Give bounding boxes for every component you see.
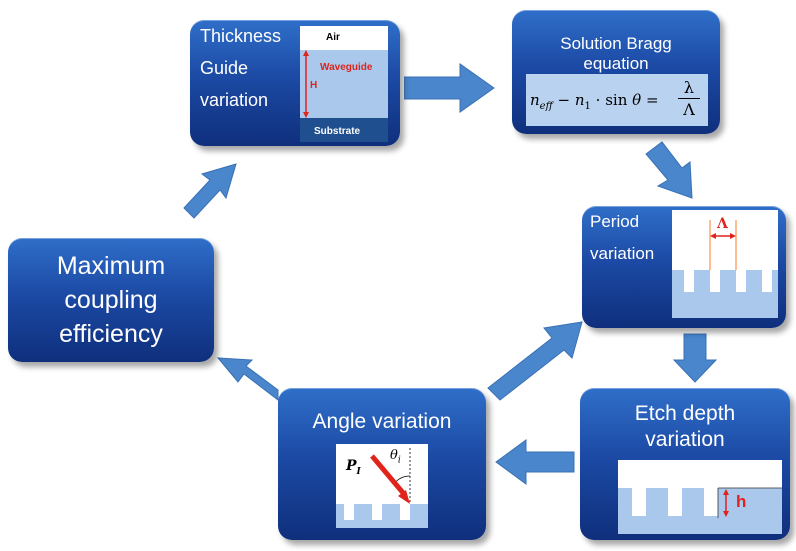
arrow-maximum-to-thickness [183,163,237,219]
period-lambda-label: Λ [717,216,728,232]
air-label: Air [326,32,340,43]
etch-inset: h [618,460,782,534]
arrow-thickness-to-bragg [404,63,495,113]
maximum-line3: efficiency [59,320,163,348]
bragg-line1: Solution Bragg [560,34,672,53]
maximum-coupling-efficiency-box: Maximum coupling efficiency [8,238,214,362]
etch-line1: Etch depth [634,402,736,425]
substrate-label: Substrate [314,126,361,137]
etch-grating [618,487,782,534]
period-line1: Period [590,212,640,231]
eq-fraction: λ Λ [678,78,700,121]
arrow-etch-to-angle [495,439,575,485]
etch-depth-variation-box: Etch depth variation h [580,388,790,540]
thickness-guide-variation-box: Thickness Guide variation Air Waveguide … [190,20,400,146]
eq-theta: θ [632,91,642,109]
period-grating [672,220,778,318]
solution-bragg-equation-box: Solution Bragg equation neff − n1 · sin … [512,10,720,134]
beam-label-main: P [346,458,357,474]
period-variation-box: Period variation Λ [582,206,786,328]
eq-denominator: Λ [683,100,695,119]
bragg-equation: neff − n1 · sin θ = [530,91,659,112]
arrow-angle-to-maximum [216,357,279,402]
period-line2: variation [590,244,655,263]
arrow-angle-to-period [487,321,583,401]
height-label: H [310,80,318,91]
eq-dot: · [595,91,601,109]
angle-label: θi [390,448,401,466]
eq-numerator: λ [683,78,695,97]
thickness-line2: Guide [200,58,249,78]
beam-label: PI [346,458,361,477]
thickness-line3: variation [200,90,269,110]
bragg-line2: equation [583,54,649,73]
angle-line1: Angle variation [312,410,452,433]
angle-label-sub: i [397,455,401,466]
waveguide-layer [300,50,388,118]
substrate-layer [300,118,388,142]
angle-label-main: θ [390,448,398,463]
angle-variation-box: Angle variation PI θi [278,388,486,540]
eq-minus: − [557,91,571,109]
eq-n1: n [574,91,585,109]
height-marker [303,50,309,118]
eq-equals: = [645,91,659,109]
etch-line2: variation [645,428,725,451]
beam-label-sub: I [356,466,361,477]
maximum-line2: coupling [64,286,158,314]
thickness-line1: Thickness [200,26,282,46]
eq-n1-sub: 1 [584,101,591,112]
waveguide-label: Waveguide [320,62,373,73]
period-inset: Λ [672,210,778,318]
etch-h-label: h [736,492,747,511]
eq-eff: eff [539,101,553,112]
maximum-line1: Maximum [56,252,166,280]
angle-diagram [336,448,428,528]
eq-sin: sin [605,91,628,109]
arrow-bragg-to-period [645,141,693,199]
equation-panel: neff − n1 · sin θ = λ Λ [526,74,708,126]
eq-fraction-bar [678,98,700,99]
angle-inset: PI θi [336,444,428,528]
air-layer [300,26,388,50]
arrow-period-to-etch [672,333,718,383]
waveguide-inset: Air Waveguide H Substrate [300,26,388,142]
eq-n: n [530,91,540,109]
